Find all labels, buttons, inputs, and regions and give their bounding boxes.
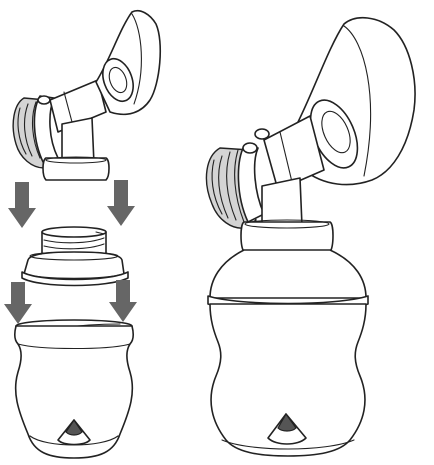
right-valve-stack [206, 143, 264, 228]
left-pump-head [13, 11, 160, 180]
left-funnel [96, 11, 160, 115]
right-collar [241, 220, 333, 252]
arrow-down-icon [4, 282, 32, 324]
exploded-view [4, 11, 160, 458]
arrow-down-icon [107, 180, 135, 226]
right-adapter-dome [208, 250, 368, 312]
arrow-down-icon [8, 182, 36, 228]
left-bottle [15, 320, 134, 458]
right-pump-stem [262, 178, 302, 226]
left-collar [43, 157, 109, 180]
assembled-view [206, 18, 415, 456]
right-bottle [210, 304, 366, 456]
arrow-pair-top [8, 180, 135, 228]
arrow-pair-bottom [4, 280, 137, 324]
right-pump-knob [255, 129, 269, 139]
arrow-down-icon [109, 280, 137, 322]
threaded-adapter [22, 227, 128, 286]
